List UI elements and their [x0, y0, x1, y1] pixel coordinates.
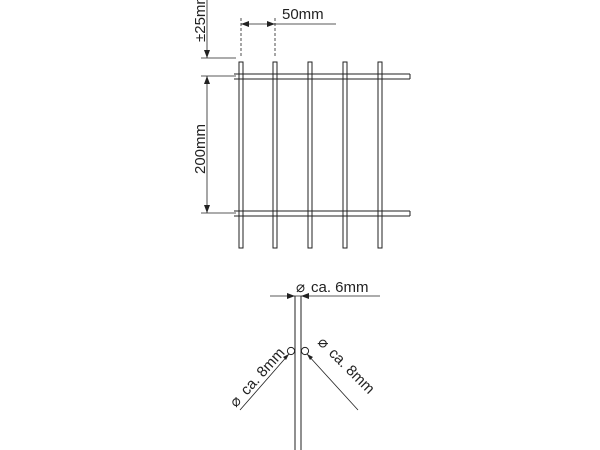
dimension-right-wire: ⌀ ca. 8mm: [306, 334, 378, 411]
left-wire-label: ca. 8mm: [237, 345, 288, 399]
diameter-symbol-wire: ⌀: [296, 279, 305, 296]
dimension-left-wire: ⌀ ca. 8mm: [226, 345, 290, 411]
dimension-spacing: 50mm: [240, 6, 336, 58]
vertical-wires: [238, 61, 383, 249]
fence-panel: [234, 61, 411, 249]
dimension-wire-diameter: ⌀ ca. 6mm: [270, 279, 380, 299]
height-label: 200mm: [192, 124, 209, 174]
diameter-symbol-right: ⌀: [314, 334, 332, 352]
dimension-height: 200mm: [192, 76, 236, 214]
vertical-wire-2: [272, 61, 278, 249]
right-wire-label: ca. 8mm: [325, 345, 378, 398]
detail-section: [286, 296, 310, 450]
dimension-top-offset: ±25mm: [192, 0, 236, 77]
vertical-wire-5: [377, 61, 383, 249]
horizontal-wire-section-right: [300, 346, 310, 356]
vertical-wire-4: [342, 61, 348, 249]
horizontal-wire-top: [234, 73, 411, 80]
spacing-label: 50mm: [282, 6, 324, 23]
wire-diameter-label: ca. 6mm: [311, 279, 369, 296]
horizontal-wire-section-left: [286, 346, 296, 356]
horizontal-wire-bottom: [234, 210, 411, 217]
vertical-wire-3: [307, 61, 313, 249]
vertical-wire-1: [238, 61, 244, 249]
top-offset-label: ±25mm: [192, 0, 209, 42]
